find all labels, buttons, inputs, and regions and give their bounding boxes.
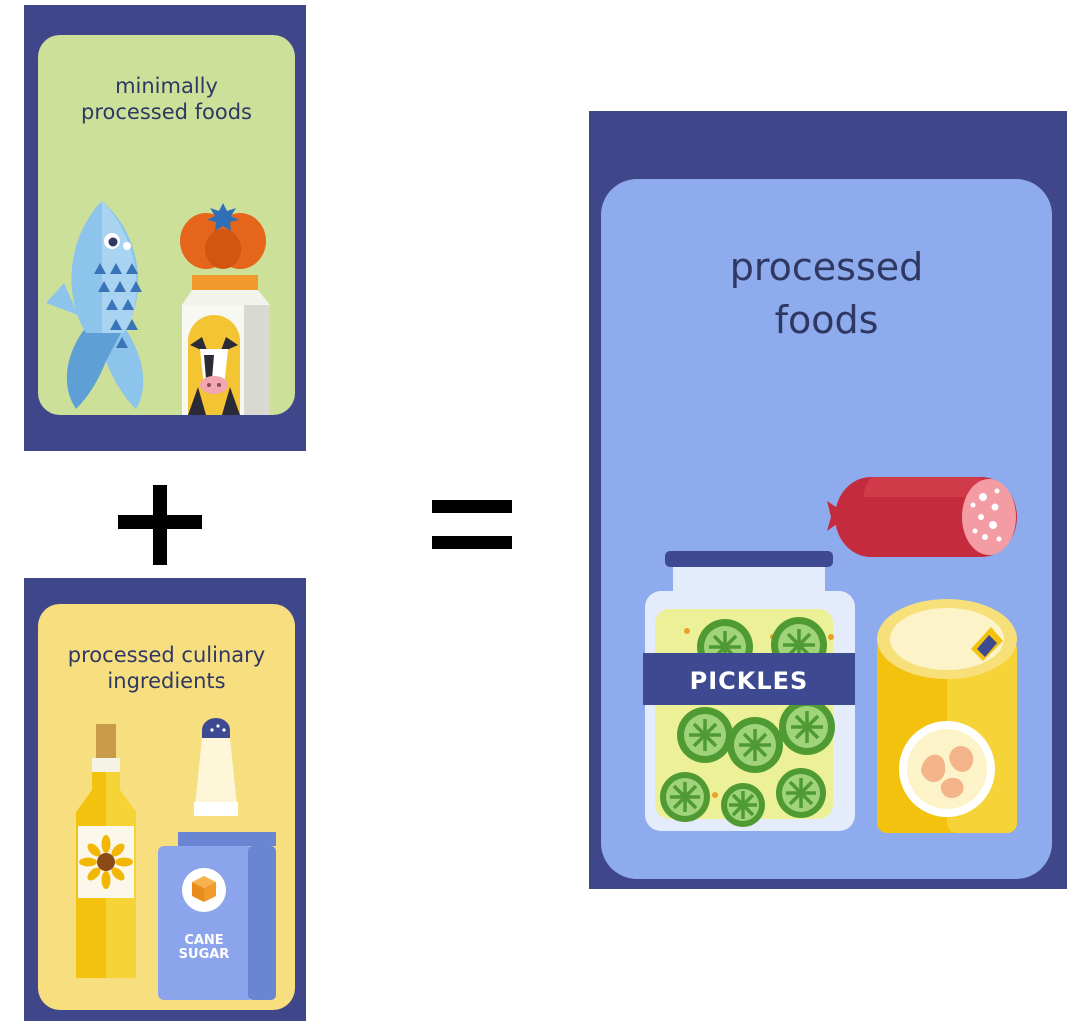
card-title-line-1: minimally [115, 74, 218, 98]
sugar-label-line-2: SUGAR [179, 947, 230, 962]
canned-food-icon [877, 599, 1017, 833]
processed-foods-card: processed foods [589, 111, 1067, 889]
card-title-line-2: foods [774, 298, 879, 343]
card-title-line-2: ingredients [107, 669, 226, 694]
sugar-cube-icon [192, 876, 216, 902]
card-title-line-1: processed culinary [67, 643, 266, 667]
card-panel-blue: processed foods [601, 179, 1052, 879]
pickle-jar-label-band [643, 653, 855, 705]
card-panel-yellow: processed culinary ingredients [38, 604, 295, 1010]
salami-icon [827, 477, 1017, 557]
processed-foods-illustration: PICKLES [643, 477, 1017, 833]
salt-shaker-icon [194, 718, 238, 816]
sugar-bag-icon: CANE SUGAR [158, 832, 276, 1000]
pickle-jar-icon: PICKLES [643, 551, 855, 831]
equals-sign [432, 500, 512, 549]
milk-carton-icon [182, 275, 270, 415]
card-title: minimally processed foods [38, 73, 295, 126]
minimally-processed-illustration [46, 201, 270, 415]
card-panel-green: minimally processed foods [38, 35, 295, 415]
oil-bottle-icon [76, 724, 136, 978]
card-title: processed culinary ingredients [38, 642, 295, 695]
fish-icon [46, 201, 144, 409]
card-title-line-2: processed foods [81, 100, 252, 125]
sugar-label-line-1: CANE [184, 933, 223, 948]
minimally-processed-foods-card: minimally processed foods [24, 5, 306, 451]
card-title: processed foods [601, 241, 1052, 347]
sunflower-icon [79, 835, 133, 889]
processed-culinary-ingredients-card: processed culinary ingredients [24, 578, 306, 1021]
tomato-icon [180, 203, 266, 269]
pickle-slices [660, 617, 835, 827]
pickle-jar-label: PICKLES [690, 667, 809, 695]
plus-sign [118, 485, 202, 565]
culinary-ingredients-illustration: CANE SUGAR [76, 718, 276, 1000]
card-title-line-1: processed [729, 245, 924, 289]
